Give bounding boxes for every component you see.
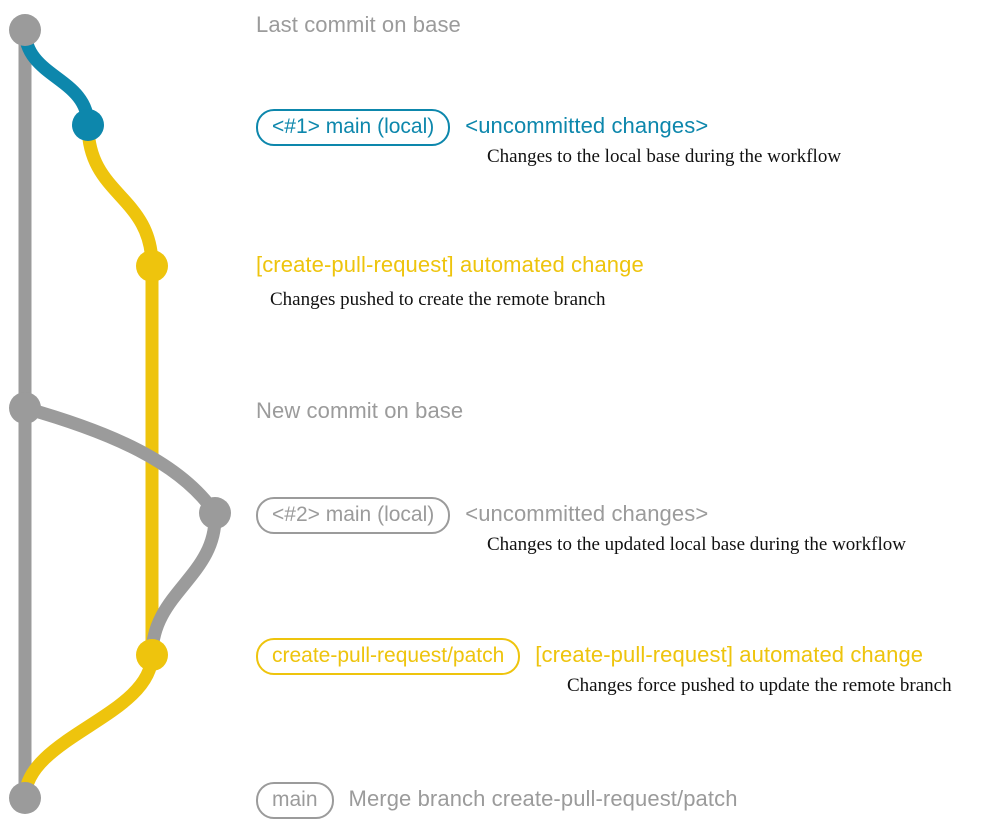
branch-line-patch-merge [18, 648, 159, 805]
commit-node-patch-2[interactable] [136, 639, 168, 671]
annotation-automated-change-2: create-pull-request/patch [create-pull-r… [256, 638, 924, 676]
annotation-local-commit-2: <#2> main (local) <uncommitted changes> [256, 497, 709, 535]
annotation-automated-change-1: [create-pull-request] automated change [256, 252, 644, 278]
annotation-merge-commit: main Merge branch create-pull-request/pa… [256, 782, 738, 820]
commit-node-base-head[interactable] [9, 14, 41, 46]
commit-node-merge[interactable] [9, 782, 41, 814]
commit-note-local-2: Changes to the updated local base during… [487, 534, 906, 555]
commit-node-local-1[interactable] [72, 109, 104, 141]
commit-node-local-2[interactable] [199, 497, 231, 529]
ref-pill-main-local-1[interactable]: <#1> main (local) [256, 109, 451, 147]
ref-pill-main[interactable]: main [256, 782, 334, 820]
commit-subject-automated-change-1: [create-pull-request] automated change [256, 252, 644, 277]
annotation-local-commit-1: <#1> main (local) <uncommitted changes> [256, 109, 709, 147]
commit-note-local-1: Changes to the local base during the wor… [487, 146, 842, 167]
branch-line-updated-local [18, 401, 222, 520]
commit-node-base-new[interactable] [9, 392, 41, 424]
commit-note-automated-change-1: Changes pushed to create the remote bran… [270, 289, 606, 310]
ref-pill-create-pull-request-patch[interactable]: create-pull-request/patch [256, 638, 521, 676]
commit-subject-new-commit-on-base: New commit on base [256, 398, 464, 423]
commit-subject-last-commit-on-base: Last commit on base [256, 12, 461, 37]
annotation-new-commit-on-base: New commit on base [256, 398, 463, 424]
commit-subject-merge: Merge branch create-pull-request/patch [348, 786, 738, 811]
commit-note-automated-change-2: Changes force pushed to update the remot… [567, 675, 952, 696]
annotation-last-commit-on-base: Last commit on base [256, 12, 461, 38]
ref-pill-main-local-2[interactable]: <#2> main (local) [256, 497, 451, 535]
commit-subject-uncommitted-changes-1: <uncommitted changes> [465, 113, 709, 138]
commit-node-patch-1[interactable] [136, 250, 168, 282]
branch-line-patch-1 [81, 118, 159, 273]
commit-subject-automated-change-2: [create-pull-request] automated change [535, 642, 924, 667]
commit-subject-uncommitted-changes-2: <uncommitted changes> [465, 501, 709, 526]
branch-line-updated-local-to-patch [145, 506, 222, 662]
